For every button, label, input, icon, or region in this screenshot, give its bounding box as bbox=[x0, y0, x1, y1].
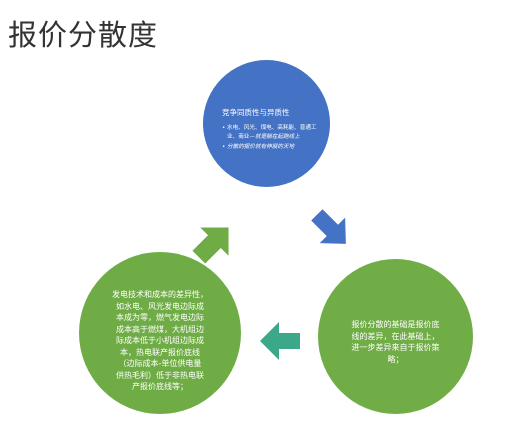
page-title: 报价分散度 bbox=[8, 18, 159, 52]
bullet-text: 水电、风光、煤电、高耗能、普通工业、商业— bbox=[227, 125, 317, 140]
arrow-right-to-left bbox=[260, 322, 300, 360]
left-circle: 发电技术和成本的差异性， 如水电、风光发电边际成 本成为零，燃气发电边际 成本高… bbox=[79, 252, 241, 414]
top-circle-bullet: 分散的报价就有伸展的天地 bbox=[222, 143, 322, 152]
arrow-top-to-right bbox=[311, 209, 346, 244]
top-circle: 竞争同质性与异质性 水电、风光、煤电、高耗能、普通工业、商业—就是躺在起跑线上 … bbox=[203, 60, 330, 187]
right-circle-text: 报价分散的基础是报价底 线的差异，在此基础上， 进一步差异来自于报价策 略； bbox=[351, 320, 440, 364]
right-circle: 报价分散的基础是报价底 线的差异，在此基础上， 进一步差异来自于报价策 略； bbox=[318, 259, 473, 414]
top-circle-bullet: 水电、风光、煤电、高耗能、普通工业、商业—就是躺在起跑线上 bbox=[222, 124, 322, 142]
top-circle-heading: 竞争同质性与异质性 bbox=[222, 108, 290, 117]
arrow-left-to-top bbox=[192, 227, 229, 264]
top-circle-bullets: 水电、风光、煤电、高耗能、普通工业、商业—就是躺在起跑线上 分散的报价就有伸展的… bbox=[222, 124, 322, 153]
left-arrow-icon bbox=[260, 322, 300, 360]
left-circle-text: 发电技术和成本的差异性， 如水电、风光发电边际成 本成为零，燃气发电边际 成本高… bbox=[112, 290, 208, 391]
bullet-emphasis: 分散的报价就有伸展的天地 bbox=[227, 144, 295, 150]
bullet-emphasis: 就是躺在起跑线上 bbox=[254, 134, 300, 140]
down-right-arrow-icon bbox=[311, 209, 346, 244]
up-right-arrow-icon bbox=[192, 227, 229, 264]
